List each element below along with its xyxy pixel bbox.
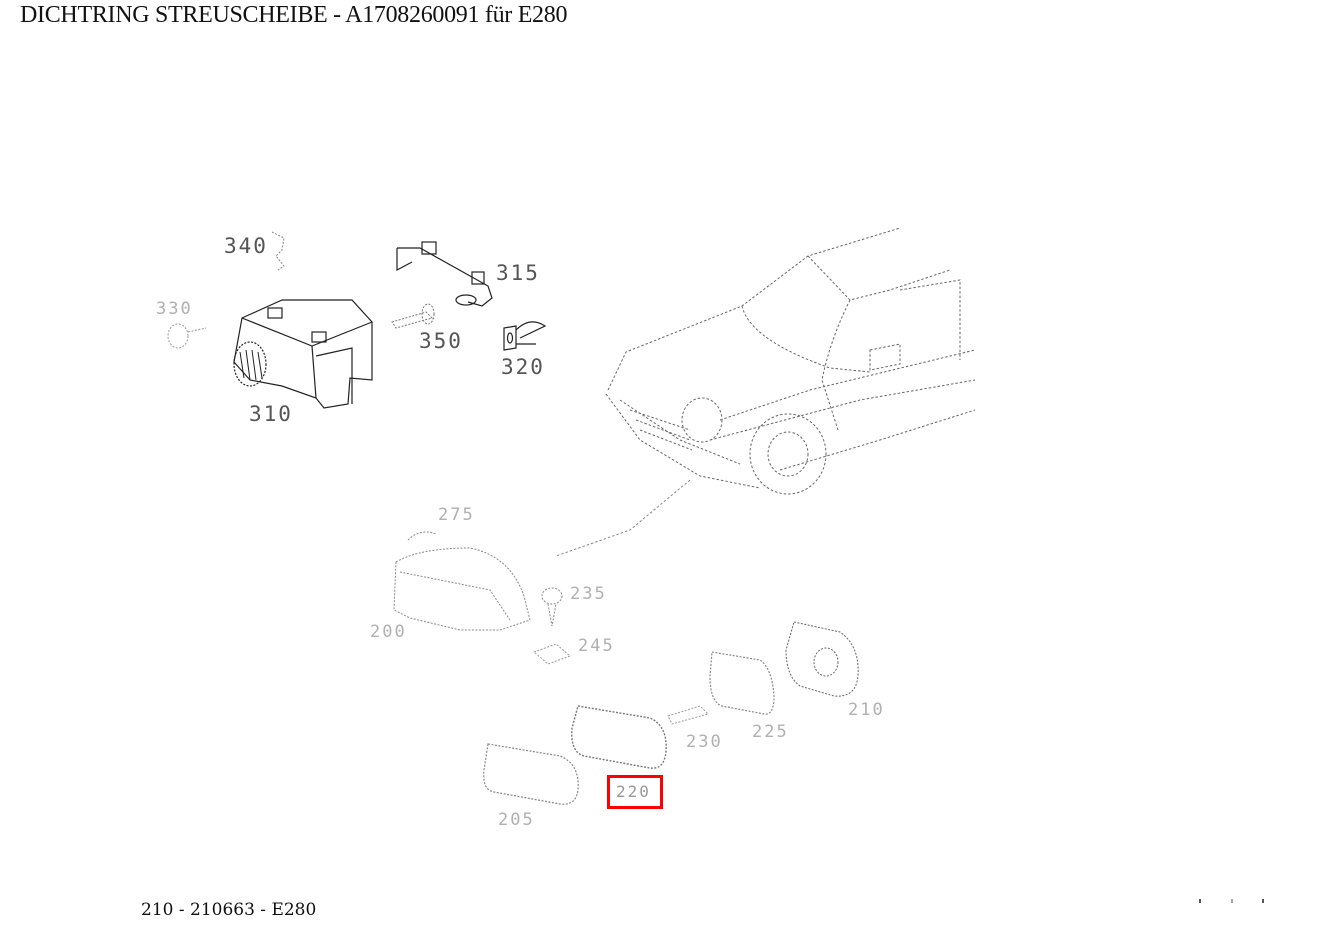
part-230-screw[interactable]: [667, 705, 709, 725]
label-200[interactable]: 200: [370, 622, 407, 642]
label-320[interactable]: 320: [501, 355, 545, 379]
part-210-reflector[interactable]: [785, 621, 859, 697]
label-245[interactable]: 245: [578, 636, 615, 656]
part-340-nut[interactable]: [271, 231, 285, 271]
part-200-lamp-unit[interactable]: [393, 531, 531, 631]
highlighted-part-callout[interactable]: 220: [607, 775, 663, 809]
label-340[interactable]: 340: [224, 234, 268, 258]
part-320-clip[interactable]: [503, 321, 547, 351]
part-235-screw[interactable]: [541, 587, 563, 627]
part-225-frame[interactable]: [709, 651, 775, 715]
label-310[interactable]: 310: [249, 402, 293, 426]
part-310-fog-lamp-housing[interactable]: [233, 299, 373, 409]
part-245-clip[interactable]: [533, 643, 571, 665]
label-330[interactable]: 330: [156, 299, 193, 319]
part-350-screw[interactable]: [391, 303, 435, 329]
tick-mark: [1231, 899, 1233, 903]
label-230[interactable]: 230: [686, 732, 723, 752]
label-210[interactable]: 210: [848, 700, 885, 720]
part-330-clip[interactable]: [167, 323, 207, 349]
label-220: 220: [616, 782, 651, 801]
tick-mark: [1199, 899, 1201, 903]
label-235[interactable]: 235: [570, 584, 607, 604]
vehicle-overview: [555, 227, 976, 557]
label-205[interactable]: 205: [498, 810, 535, 830]
label-315[interactable]: 315: [496, 261, 540, 285]
tick-mark: [1262, 899, 1264, 903]
label-225[interactable]: 225: [752, 722, 789, 742]
part-220-seal-ring[interactable]: [571, 705, 667, 769]
diagram-reference: 210 - 210663 - E280: [141, 900, 317, 920]
part-315-bracket[interactable]: [396, 241, 493, 307]
page-title: DICHTRING STREUSCHEIBE - A1708260091 für…: [20, 2, 568, 28]
part-205-lens[interactable]: [483, 743, 579, 805]
label-350[interactable]: 350: [419, 329, 463, 353]
label-275[interactable]: 275: [438, 505, 475, 525]
